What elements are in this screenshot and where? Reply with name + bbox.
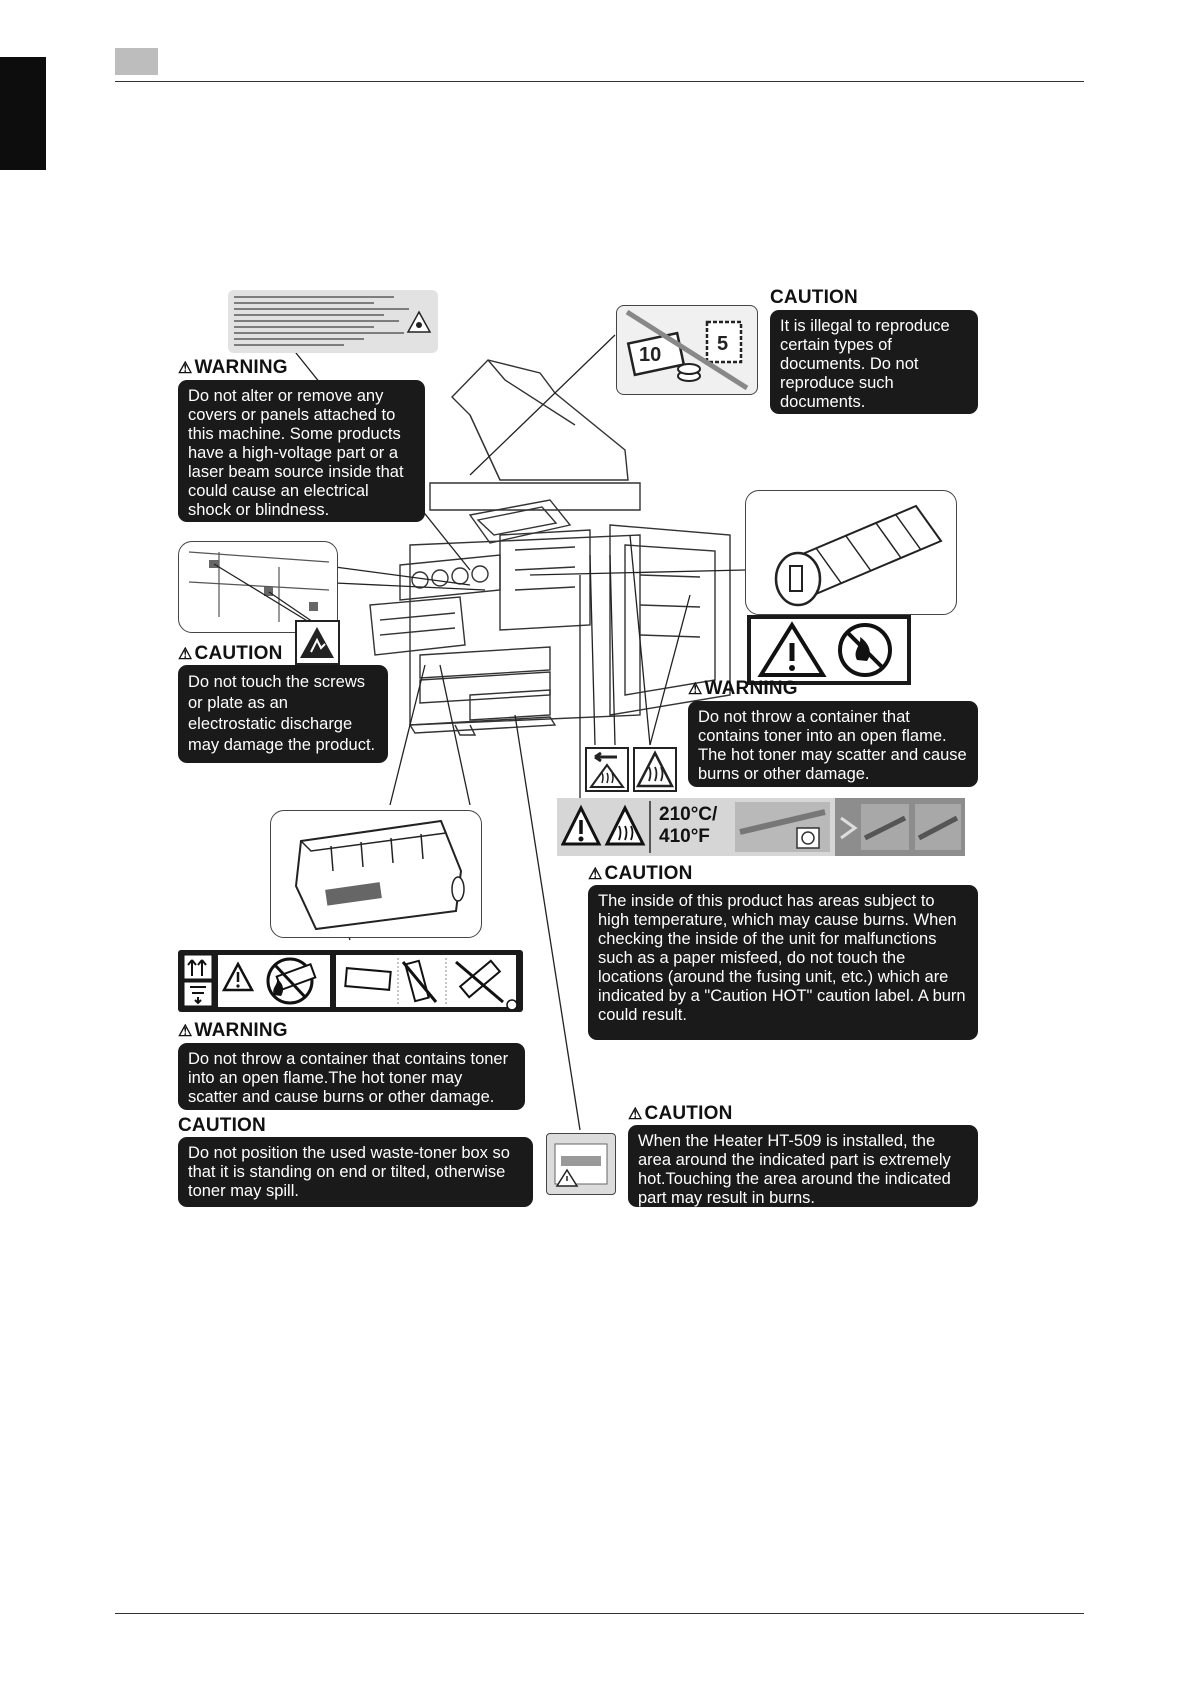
heading-text: CAUTION bbox=[194, 643, 283, 664]
electrostatic-discharge-icon bbox=[295, 620, 340, 665]
warning-covers-message: Do not alter or remove any covers or pan… bbox=[178, 380, 425, 522]
temperature-celsius: 210°C/ bbox=[659, 804, 718, 825]
warning-triangle-icon: ⚠ bbox=[688, 681, 703, 698]
stamp-value: 5 bbox=[717, 333, 728, 355]
warning-toner-right-message: Do not throw a container that contains t… bbox=[688, 701, 978, 787]
caution-electrostatic-message: Do not touch the screws or plate as an e… bbox=[178, 665, 388, 763]
main-body bbox=[409, 534, 641, 726]
heading-text: WARNING bbox=[194, 1020, 288, 1041]
hot-surface-arrow-icon bbox=[585, 747, 629, 792]
warning-triangle-icon: ⚠ bbox=[178, 1023, 193, 1040]
chapter-tab bbox=[0, 57, 46, 170]
laser-triangle-icon bbox=[406, 310, 432, 333]
caution-hot-inside-message: The inside of this product has areas sub… bbox=[588, 885, 978, 1040]
warning-triangle-icon: ⚠ bbox=[178, 646, 193, 663]
document-feeder-lid bbox=[451, 359, 629, 481]
waste-toner-box bbox=[369, 596, 466, 656]
header-rule bbox=[115, 81, 1084, 82]
heading-text: CAUTION bbox=[604, 863, 693, 884]
banknote-value: 10 bbox=[639, 344, 661, 366]
hot-surface-icon bbox=[633, 747, 677, 792]
caution-hot-label-strip: 210°C/ 410°F bbox=[557, 798, 965, 856]
warning-covers-heading: ⚠WARNING bbox=[178, 357, 288, 379]
laser-warning-label bbox=[228, 290, 438, 353]
warning-toner-left-message: Do not throw a container that contains t… bbox=[178, 1043, 525, 1110]
flame-warning-icons-bar bbox=[747, 615, 911, 685]
warning-toner-left-heading: ⚠WARNING bbox=[178, 1020, 288, 1042]
heading-text: WARNING bbox=[704, 678, 798, 699]
caution-heater-message: When the Heater HT-509 is installed, the… bbox=[628, 1125, 978, 1207]
safety-labels-figure: ⚠WARNING Do not alter or remove any cove… bbox=[170, 285, 1035, 1230]
warning-toner-right-heading: ⚠WARNING bbox=[688, 678, 798, 700]
waste-toner-icon-strip bbox=[178, 950, 523, 1012]
caution-heater-heading: ⚠CAUTION bbox=[628, 1103, 733, 1125]
caution-waste-box-heading: CAUTION bbox=[178, 1115, 266, 1136]
warning-triangle-icon: ⚠ bbox=[588, 866, 603, 883]
caution-waste-box-message: Do not position the used waste-toner box… bbox=[178, 1137, 533, 1207]
hot-warning-triangles bbox=[561, 804, 646, 846]
warning-triangle-icon: ⚠ bbox=[178, 360, 193, 377]
heater-location-image bbox=[546, 1133, 616, 1195]
scanner-platen bbox=[429, 482, 641, 511]
footer-rule bbox=[115, 1613, 1084, 1614]
electrostatic-closeup-panel bbox=[178, 541, 338, 633]
chapter-number-box bbox=[115, 48, 158, 75]
control-panel bbox=[468, 499, 572, 544]
warning-triangle-icon: ⚠ bbox=[628, 1106, 643, 1123]
caution-electrostatic-heading: ⚠CAUTION bbox=[178, 643, 283, 665]
waste-toner-box-closeup-panel bbox=[270, 810, 482, 938]
fuser-image bbox=[735, 802, 830, 852]
no-copy-money-icon: 10 5 bbox=[616, 305, 758, 395]
heading-text: WARNING bbox=[194, 357, 288, 378]
fuser-removal-image bbox=[835, 798, 965, 856]
caution-illegal-message: It is illegal to reproduce certain types… bbox=[770, 310, 978, 414]
caution-hot-inside-heading: ⚠CAUTION bbox=[588, 863, 693, 885]
temperature-fahrenheit: 410°F bbox=[659, 826, 710, 847]
open-front-door bbox=[609, 524, 731, 716]
heading-text: CAUTION bbox=[644, 1103, 733, 1124]
caution-illegal-heading: CAUTION bbox=[770, 287, 858, 308]
machine-illustration bbox=[279, 332, 831, 1131]
toner-cartridge-closeup-panel bbox=[745, 490, 957, 615]
